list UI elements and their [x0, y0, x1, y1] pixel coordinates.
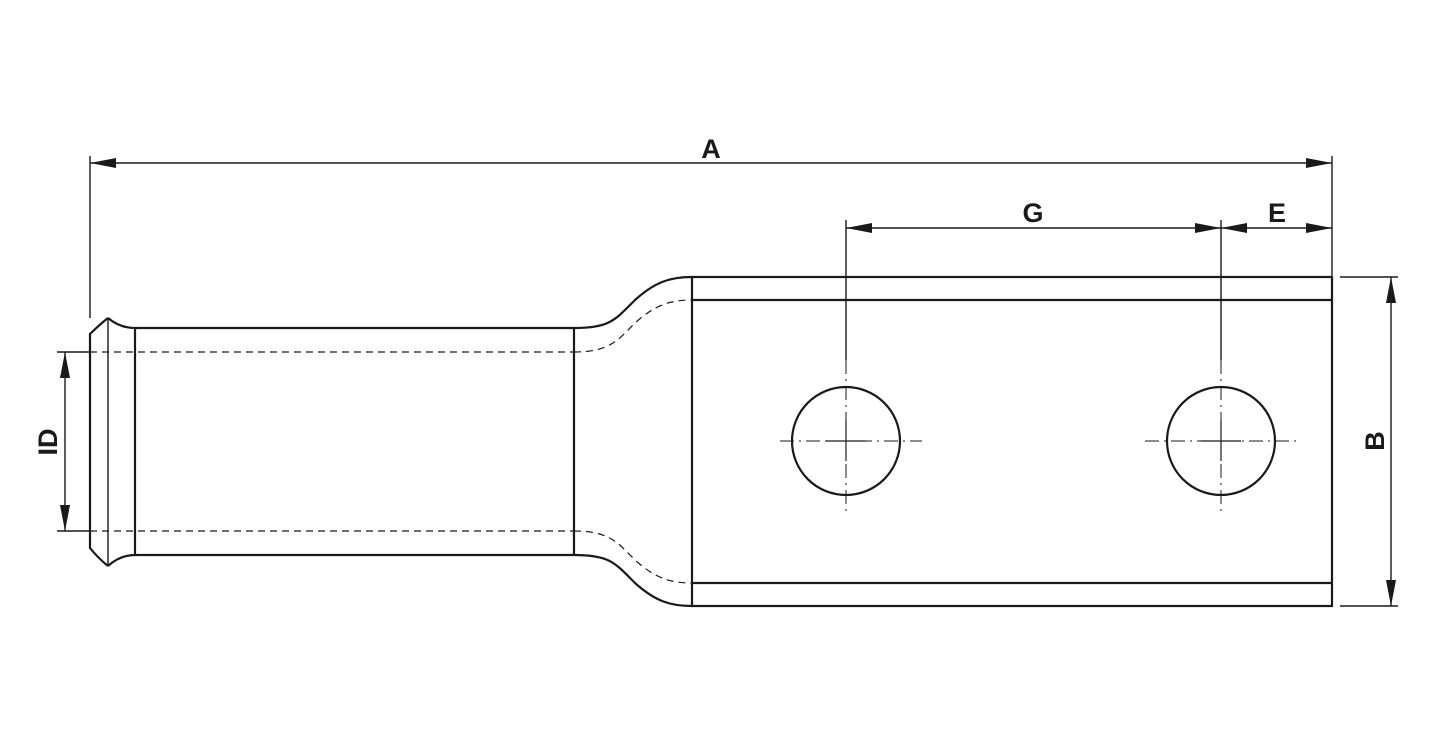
dim-g-arrow-left — [846, 223, 872, 233]
dim-e-arrow-right — [1306, 223, 1332, 233]
bolt-hole-2 — [1145, 360, 1298, 515]
dim-id-arrow-bottom — [60, 505, 70, 531]
dim-a-arrow-right — [1306, 158, 1332, 168]
dim-id-arrow-top — [60, 352, 70, 378]
dim-b-label: B — [1360, 431, 1390, 451]
dim-id-label: ID — [33, 429, 63, 456]
dim-g-label: G — [1022, 198, 1043, 228]
bore-bottom-transition-hidden — [573, 530, 693, 584]
dimension-a: A — [89, 134, 1333, 318]
dim-e-label: E — [1268, 198, 1286, 228]
barrel-mouth-bottom-curve — [107, 553, 136, 567]
bolt-hole-1 — [780, 360, 922, 515]
barrel-mouth-top-curve — [107, 317, 136, 330]
dim-g-arrow-right — [1195, 223, 1221, 233]
bore-hidden-lines — [90, 299, 693, 584]
dim-a-arrow-left — [90, 158, 116, 168]
dimension-e: E — [1221, 198, 1332, 233]
dim-e-arrow-left — [1221, 223, 1247, 233]
lug-outline — [88, 275, 1334, 608]
dimension-id: ID — [33, 351, 90, 532]
transition-bottom-curve — [573, 553, 693, 608]
dimension-g: G — [845, 198, 1222, 360]
bore-top-transition-hidden — [573, 299, 693, 353]
dim-b-arrow-top — [1386, 277, 1396, 303]
barrel-mouth-flare — [88, 317, 109, 567]
transition-top-curve — [573, 275, 693, 330]
palm-body — [690, 275, 1334, 608]
dim-a-label: A — [701, 134, 721, 164]
dim-b-arrow-bottom — [1386, 580, 1396, 606]
dimension-b: B — [1340, 276, 1398, 607]
